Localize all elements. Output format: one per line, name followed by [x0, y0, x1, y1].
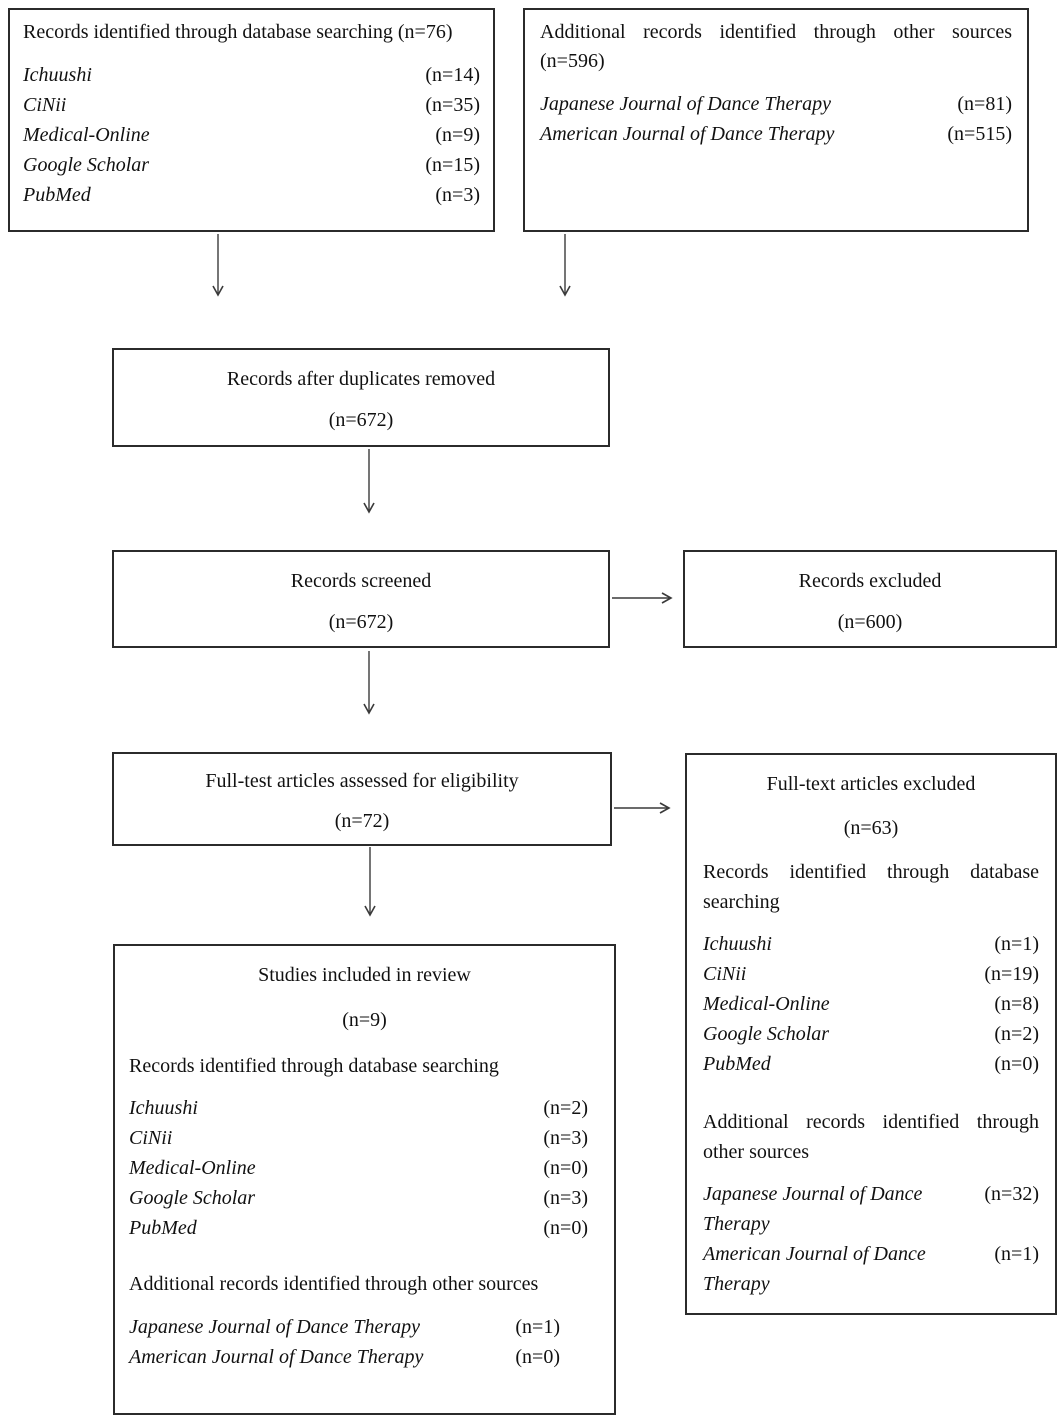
source-count: (n=81): [957, 93, 1012, 115]
box-title: Records excluded: [798, 570, 942, 592]
box-title: Records screened: [290, 570, 432, 592]
db-heading: Records identified through database sear…: [129, 1055, 499, 1077]
source-label: Google Scholar: [129, 1187, 256, 1209]
box-studies-included: Studies included in review (n=9) Records…: [113, 944, 616, 1415]
source-count: (n=0): [515, 1346, 560, 1368]
db-heading: Records identified through database sear…: [703, 861, 1039, 913]
list-item: Google Scholar (n=15): [23, 150, 480, 180]
source-count: (n=0): [543, 1217, 588, 1239]
source-list: Ichuushi (n=14) CiNii (n=35) Medical-Onl…: [23, 60, 480, 210]
list-item: Google Scholar (n=3): [129, 1183, 600, 1213]
box-records-screened: Records screened (n=672): [112, 550, 610, 648]
list-item: CiNii (n=35): [23, 90, 480, 120]
source-label: CiNii: [703, 963, 747, 985]
source-count: (n=19): [984, 963, 1039, 985]
other-heading: Additional records identified through ot…: [703, 1111, 1039, 1163]
source-list: Japanese Journal of Dance Therapy (n=32)…: [703, 1179, 1039, 1299]
box-title: Additional records identified through ot…: [540, 21, 1012, 72]
box-records-excluded: Records excluded (n=600): [683, 550, 1057, 648]
list-item: Ichuushi (n=14): [23, 60, 480, 90]
box-count: (n=9): [342, 1009, 387, 1031]
box-records-identified-other: Additional records identified through ot…: [523, 8, 1029, 232]
source-label: Medical-Online: [23, 124, 150, 146]
source-label: Japanese Journal of Dance Therapy: [703, 1183, 923, 1235]
source-count: (n=3): [543, 1127, 588, 1149]
box-count: (n=72): [334, 810, 390, 832]
source-count: (n=14): [425, 64, 480, 86]
source-count: (n=515): [947, 123, 1012, 145]
list-item: PubMed (n=3): [23, 180, 480, 210]
source-label: PubMed: [23, 184, 91, 206]
list-item: Medical-Online (n=0): [129, 1153, 600, 1183]
box-title: Records after duplicates removed: [226, 368, 496, 390]
source-label: Japanese Journal of Dance Therapy: [129, 1316, 421, 1338]
source-count: (n=9): [435, 124, 480, 146]
source-label: American Journal of Dance Therapy: [540, 123, 835, 145]
box-records-identified-database: Records identified through database sear…: [8, 8, 495, 232]
source-label: Japanese Journal of Dance Therapy: [540, 93, 832, 115]
source-count: (n=0): [994, 1053, 1039, 1075]
source-count: (n=8): [994, 993, 1039, 1015]
source-label: American Journal of Dance Therapy: [703, 1243, 926, 1295]
source-count: (n=1): [994, 1243, 1039, 1265]
source-list: Ichuushi (n=1) CiNii (n=19) Medical-Onli…: [703, 929, 1039, 1079]
list-item: Japanese Journal of Dance Therapy (n=32): [703, 1179, 1039, 1239]
source-list: Ichuushi (n=2) CiNii (n=3) Medical-Onlin…: [129, 1093, 600, 1243]
source-label: Ichuushi: [129, 1097, 198, 1119]
box-title: Full-test articles assessed for eligibil…: [205, 770, 519, 792]
list-item: PubMed (n=0): [703, 1049, 1039, 1079]
source-label: CiNii: [23, 94, 67, 116]
list-item: Ichuushi (n=2): [129, 1093, 600, 1123]
box-count: (n=63): [843, 817, 899, 839]
source-label: Ichuushi: [703, 933, 772, 955]
box-count: (n=600): [837, 611, 903, 633]
source-count: (n=0): [543, 1157, 588, 1179]
list-item: PubMed (n=0): [129, 1213, 600, 1243]
list-item: Medical-Online (n=8): [703, 989, 1039, 1019]
box-count: (n=672): [328, 611, 394, 633]
list-item: CiNii (n=3): [129, 1123, 600, 1153]
source-list: Japanese Journal of Dance Therapy (n=81)…: [540, 89, 1012, 149]
source-label: PubMed: [703, 1053, 771, 1075]
source-count: (n=2): [994, 1023, 1039, 1045]
box-count: (n=672): [328, 409, 394, 431]
source-label: Google Scholar: [23, 154, 150, 176]
source-label: American Journal of Dance Therapy: [129, 1346, 424, 1368]
source-count: (n=2): [543, 1097, 588, 1119]
box-fulltext-assessed: Full-test articles assessed for eligibil…: [112, 752, 612, 846]
source-count: (n=35): [425, 94, 480, 116]
box-title: Records identified through database sear…: [23, 21, 453, 43]
list-item: American Journal of Dance Therapy (n=0): [129, 1342, 600, 1372]
list-item: Medical-Online (n=9): [23, 120, 480, 150]
box-title: Full-text articles excluded: [766, 773, 976, 795]
source-count: (n=3): [543, 1187, 588, 1209]
source-label: PubMed: [129, 1217, 197, 1239]
source-count: (n=1): [515, 1316, 560, 1338]
box-duplicates-removed: Records after duplicates removed (n=672): [112, 348, 610, 447]
list-item: American Journal of Dance Therapy (n=1): [703, 1239, 1039, 1299]
source-count: (n=15): [425, 154, 480, 176]
list-item: Japanese Journal of Dance Therapy (n=1): [129, 1312, 600, 1342]
source-label: Medical-Online: [703, 993, 830, 1015]
source-label: CiNii: [129, 1127, 173, 1149]
source-label: Ichuushi: [23, 64, 92, 86]
source-count: (n=3): [435, 184, 480, 206]
other-heading: Additional records identified through ot…: [129, 1273, 539, 1295]
list-item: Google Scholar (n=2): [703, 1019, 1039, 1049]
list-item: Ichuushi (n=1): [703, 929, 1039, 959]
list-item: American Journal of Dance Therapy (n=515…: [540, 119, 1012, 149]
list-item: CiNii (n=19): [703, 959, 1039, 989]
source-label: Medical-Online: [129, 1157, 256, 1179]
source-label: Google Scholar: [703, 1023, 830, 1045]
source-count: (n=1): [994, 933, 1039, 955]
source-list: Japanese Journal of Dance Therapy (n=1) …: [129, 1312, 600, 1372]
list-item: Japanese Journal of Dance Therapy (n=81): [540, 89, 1012, 119]
box-fulltext-excluded: Full-text articles excluded (n=63) Recor…: [685, 753, 1057, 1315]
box-title: Studies included in review: [258, 964, 471, 986]
source-count: (n=32): [984, 1183, 1039, 1205]
